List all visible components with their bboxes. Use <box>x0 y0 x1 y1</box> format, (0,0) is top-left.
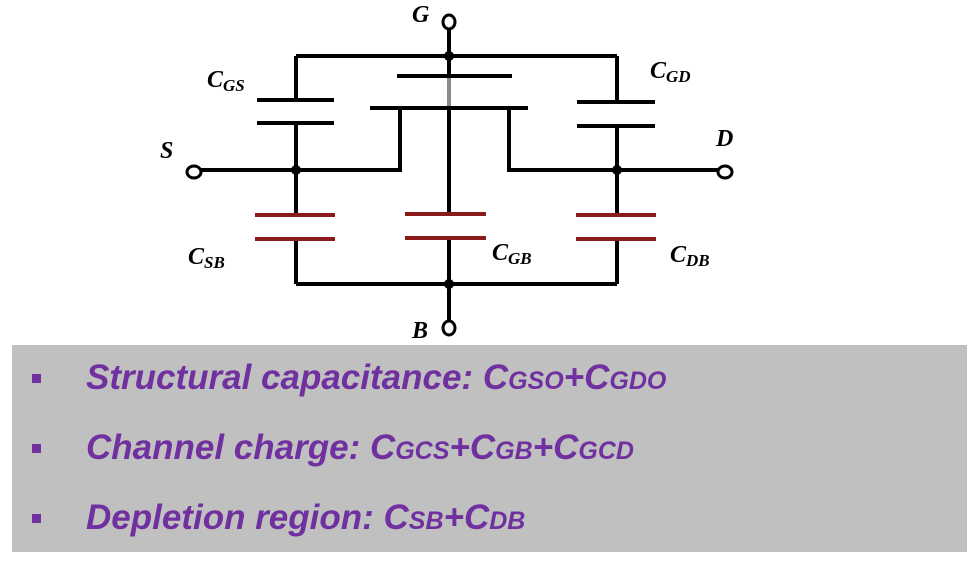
bullet-text: Structural capacitance: CGSO+CGDO <box>86 358 667 397</box>
cdb-capacitor <box>576 170 656 284</box>
bulk-label: B <box>411 318 428 344</box>
cgb-capacitor <box>405 212 486 284</box>
cdb-label: CDB <box>670 242 710 270</box>
bullet-text: Channel charge: CGCS+CGB+CGCD <box>86 428 634 467</box>
bulk-rail <box>296 282 617 322</box>
square-bullet-icon <box>32 443 41 453</box>
square-bullet-icon <box>32 373 41 383</box>
cgd-label: CGD <box>650 58 691 86</box>
bulk-terminal <box>441 319 457 337</box>
cgs-label: CGS <box>207 67 245 95</box>
cgb-label: CGB <box>492 240 532 268</box>
square-bullet-icon <box>32 513 41 523</box>
source-terminal <box>185 164 203 180</box>
bullet-item-depletion: Depletion region: CSB+CDB <box>12 488 967 548</box>
gate-rail <box>294 30 619 102</box>
bullet-panel: Structural capacitance: CGSO+CGDO Channe… <box>12 345 967 552</box>
bullet-item-channel: Channel charge: CGCS+CGB+CGCD <box>12 418 967 478</box>
bullet-text: Depletion region: CSB+CDB <box>86 498 526 537</box>
csb-capacitor <box>255 170 335 284</box>
gate-terminal <box>441 13 457 31</box>
bullet-item-structural: Structural capacitance: CGSO+CGDO <box>12 348 967 408</box>
mos-capacitance-diagram: G S D B CGS CGD CSB CGB CDB <box>160 2 734 344</box>
cgd-capacitor <box>577 100 655 170</box>
terminals <box>185 13 734 337</box>
junction-dots <box>291 51 622 289</box>
gate-label: G <box>412 2 430 28</box>
channel-wiring <box>196 108 725 212</box>
csb-label: CSB <box>188 244 225 272</box>
cgs-capacitor <box>257 98 334 170</box>
drain-label: D <box>715 126 733 152</box>
source-label: S <box>160 138 173 164</box>
drain-terminal <box>716 164 734 180</box>
